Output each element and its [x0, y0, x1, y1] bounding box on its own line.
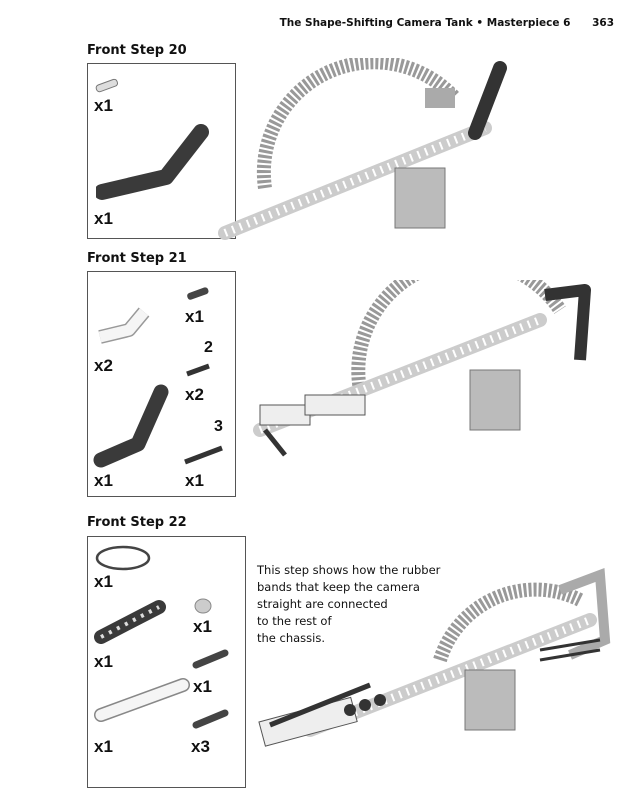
part-qty: x1: [193, 617, 212, 636]
description-line: to the rest of: [257, 614, 332, 628]
pin-icon: [192, 649, 229, 669]
rubber-band-icon: [95, 545, 151, 571]
page-number: 363: [592, 17, 614, 29]
step-21-assembly-illustration: [253, 280, 591, 457]
axle-icon: [186, 363, 210, 377]
step-20-title: Front Step 20: [87, 43, 187, 58]
bent-beam-icon: [93, 384, 169, 468]
axle-length: 2: [204, 339, 213, 356]
description-line: This step shows how the rubber: [257, 563, 441, 577]
part-qty: x1: [94, 572, 113, 591]
part-qty: x2: [94, 356, 113, 375]
white-beam-icon: [94, 678, 190, 722]
part-qty: x1: [94, 652, 113, 671]
axle-length: 3: [214, 418, 223, 435]
part-qty: x3: [191, 737, 210, 756]
description-line: straight are connected: [257, 597, 388, 611]
step-21-parts-box: x2 x1 2 x2 3 x1 x1: [87, 271, 236, 497]
step-22-title: Front Step 22: [87, 515, 187, 530]
dark-beam-icon: [94, 600, 166, 644]
part-qty: x1: [193, 677, 212, 696]
header-chapter: Masterpiece 6: [486, 17, 571, 29]
pin-icon: [187, 287, 209, 300]
description-line: bands that keep the camera: [257, 580, 420, 594]
part-qty: x1: [94, 471, 113, 490]
step-22-parts-box: x1 x1 x1 x1 x1 x3: [87, 536, 246, 788]
pin-icon: [95, 78, 119, 93]
header-separator: •: [476, 17, 484, 29]
bent-beam-icon: [96, 124, 209, 200]
part-qty: x1: [94, 209, 113, 228]
header-title: The Shape-Shifting Camera Tank: [279, 17, 473, 29]
part-qty: x1: [94, 737, 113, 756]
part-qty: x1: [185, 471, 204, 490]
axle-pin-icon: [192, 709, 229, 729]
bushing-icon: [194, 598, 212, 614]
running-header: The Shape-Shifting Camera Tank • Masterp…: [280, 17, 614, 29]
step-20-assembly-illustration: [218, 58, 507, 240]
part-qty: x1: [94, 96, 113, 115]
step-20-parts-box: x1 x1: [87, 63, 236, 239]
step-22-description: This step shows how the rubber bands tha…: [257, 562, 457, 647]
step-21-title: Front Step 21: [87, 251, 187, 266]
part-qty: x1: [185, 307, 204, 326]
l-beam-icon: [98, 307, 150, 344]
axle-icon: [184, 445, 223, 465]
description-line: the chassis.: [257, 631, 326, 645]
step-22-assembly-illustration: [258, 567, 611, 747]
part-qty: x2: [185, 385, 204, 404]
